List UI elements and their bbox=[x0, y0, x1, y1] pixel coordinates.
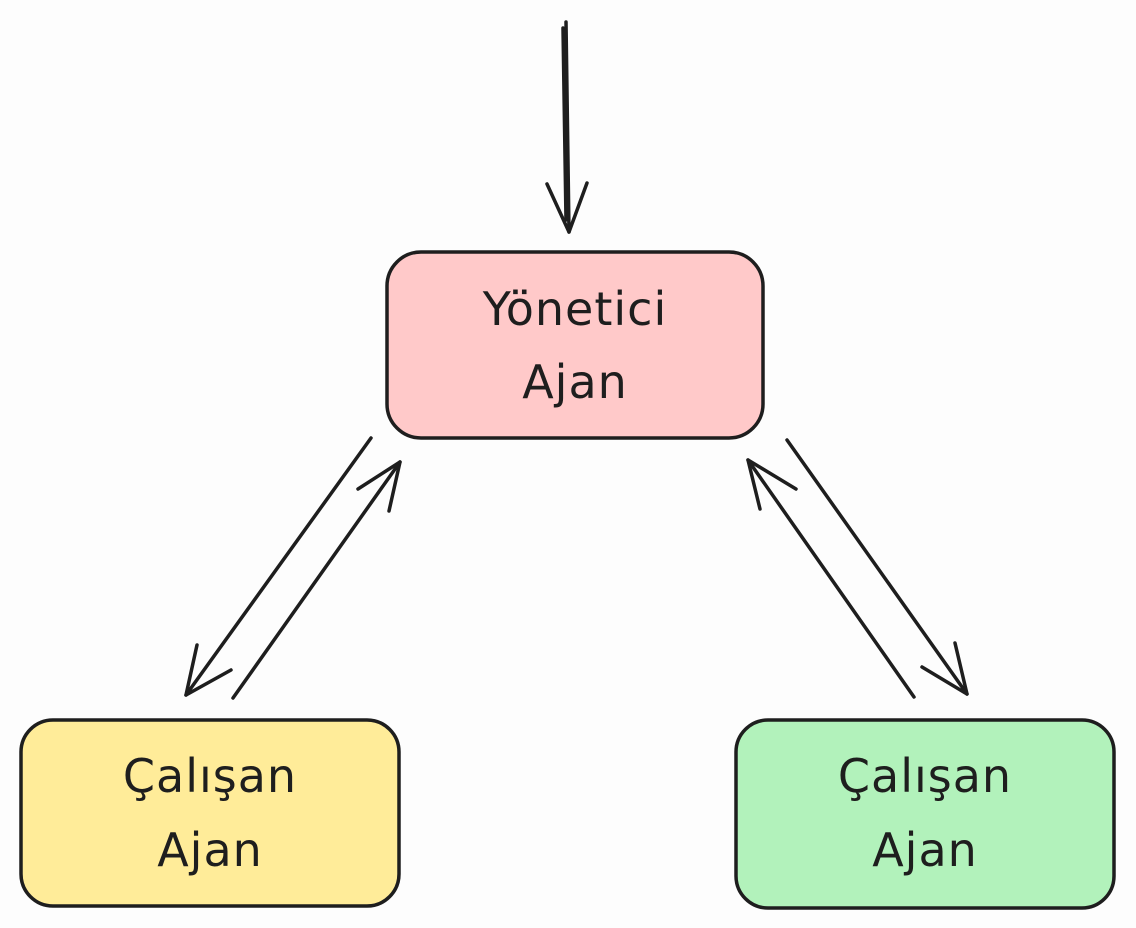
manager-agent-label-line2: Ajan bbox=[522, 355, 628, 409]
right-worker-agent-box bbox=[734, 718, 1116, 910]
right-worker-agent-label-line1: Çalışan bbox=[838, 749, 1012, 803]
right-worker-agent-label-line2: Ajan bbox=[872, 823, 978, 877]
left-worker-agent-label-line2: Ajan bbox=[157, 823, 263, 877]
manager-agent-box bbox=[385, 250, 765, 440]
left-worker-agent-label-line1: Çalışan bbox=[123, 749, 297, 803]
right-worker-agent-node[interactable]: Çalışan Ajan bbox=[734, 718, 1116, 910]
manager-agent-label-line1: Yönetici bbox=[482, 282, 667, 336]
left-worker-to-manager-arrow bbox=[231, 460, 402, 700]
manager-to-right-worker-arrow bbox=[785, 438, 969, 696]
left-worker-agent-box bbox=[19, 718, 401, 908]
manager-agent-node[interactable]: Yönetici Ajan bbox=[385, 250, 765, 440]
right-worker-to-manager-arrow bbox=[746, 458, 916, 699]
manager-to-left-worker-arrow bbox=[184, 436, 373, 697]
incoming-arrow bbox=[545, 20, 589, 234]
left-worker-agent-node[interactable]: Çalışan Ajan bbox=[19, 718, 401, 908]
